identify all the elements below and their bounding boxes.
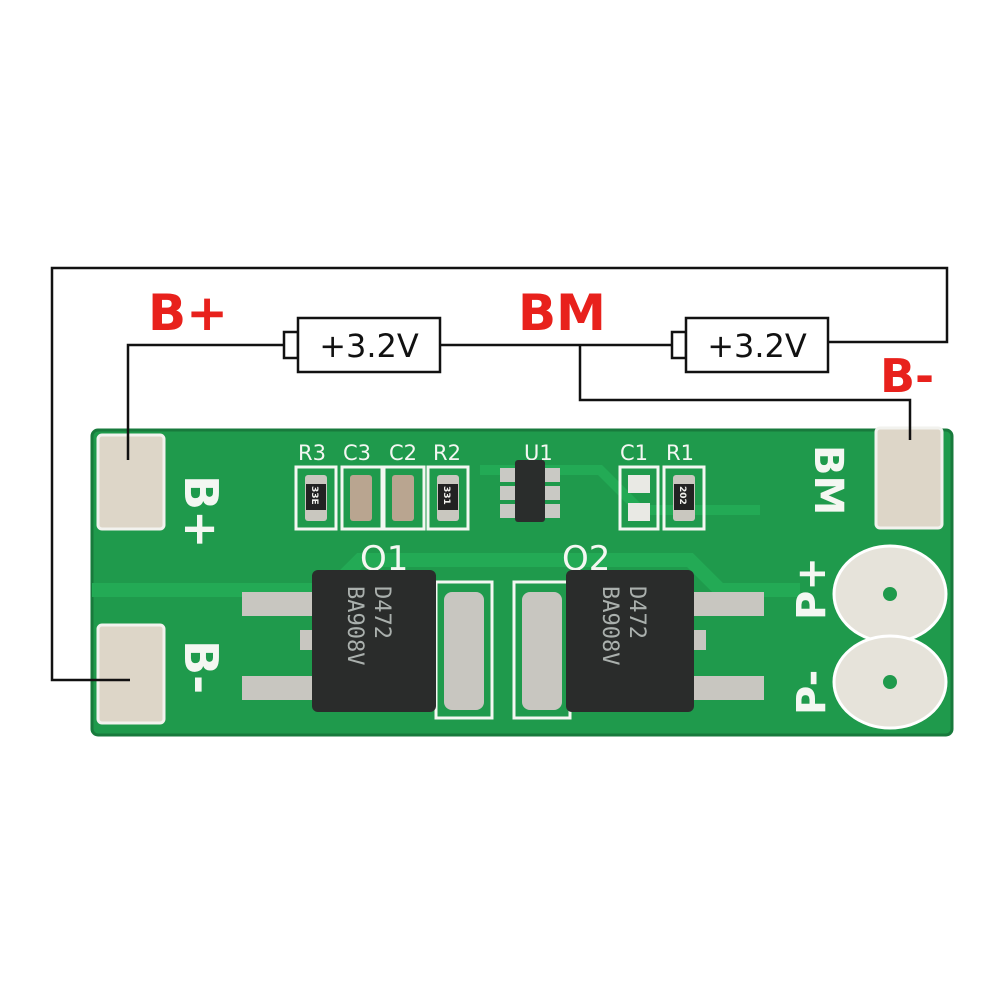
q1-marking-1: D472 (369, 586, 394, 639)
label-c2: C2 (389, 441, 417, 465)
pad-bm (874, 426, 944, 530)
q1-marking-2: BA908V (342, 586, 367, 665)
battery-2-voltage: +3.2V (707, 327, 807, 365)
resistor-code-r3: 33E (309, 486, 319, 505)
resistor-code-r1: 202 (677, 486, 687, 505)
pcb-board: B+ B- BM P+ P- R3 C3 C2 R2 U1 C1 R1 33E … (90, 426, 954, 737)
label-b-minus: B- (880, 349, 934, 403)
smd-components: R3 C3 C2 R2 U1 C1 R1 33E 331 202 (294, 441, 706, 531)
pad-b-plus (96, 433, 166, 531)
label-r1: R1 (666, 441, 694, 465)
battery-1-voltage: +3.2V (319, 327, 419, 365)
pad-b-minus (96, 623, 166, 725)
silk-p-plus: P+ (789, 557, 835, 620)
wires (50, 266, 949, 682)
label-c1: C1 (620, 441, 648, 465)
label-b-plus: B+ (148, 284, 228, 342)
q2-marking-1: D472 (624, 586, 649, 639)
silk-b-plus: B+ (174, 475, 228, 549)
silk-p-minus: P- (789, 670, 835, 715)
label-bm: BM (518, 284, 606, 342)
wire-bm (578, 345, 912, 440)
wire-b-minus-loop (50, 266, 949, 682)
silk-bm: BM (805, 445, 851, 515)
label-c3: C3 (343, 441, 371, 465)
battery-1: +3.2V (282, 316, 442, 374)
mosfet-q1: Q1 D472 BA908V (242, 539, 494, 720)
label-r3: R3 (298, 441, 326, 465)
q2-marking-2: BA908V (597, 586, 622, 665)
label-r2: R2 (433, 441, 461, 465)
battery-2: +3.2V (670, 316, 830, 374)
silk-b-minus: B- (174, 640, 228, 694)
mosfet-q2: Q2 D472 BA908V (512, 539, 764, 720)
wire-b-plus (126, 343, 284, 460)
resistor-code-r2: 331 (441, 486, 451, 505)
